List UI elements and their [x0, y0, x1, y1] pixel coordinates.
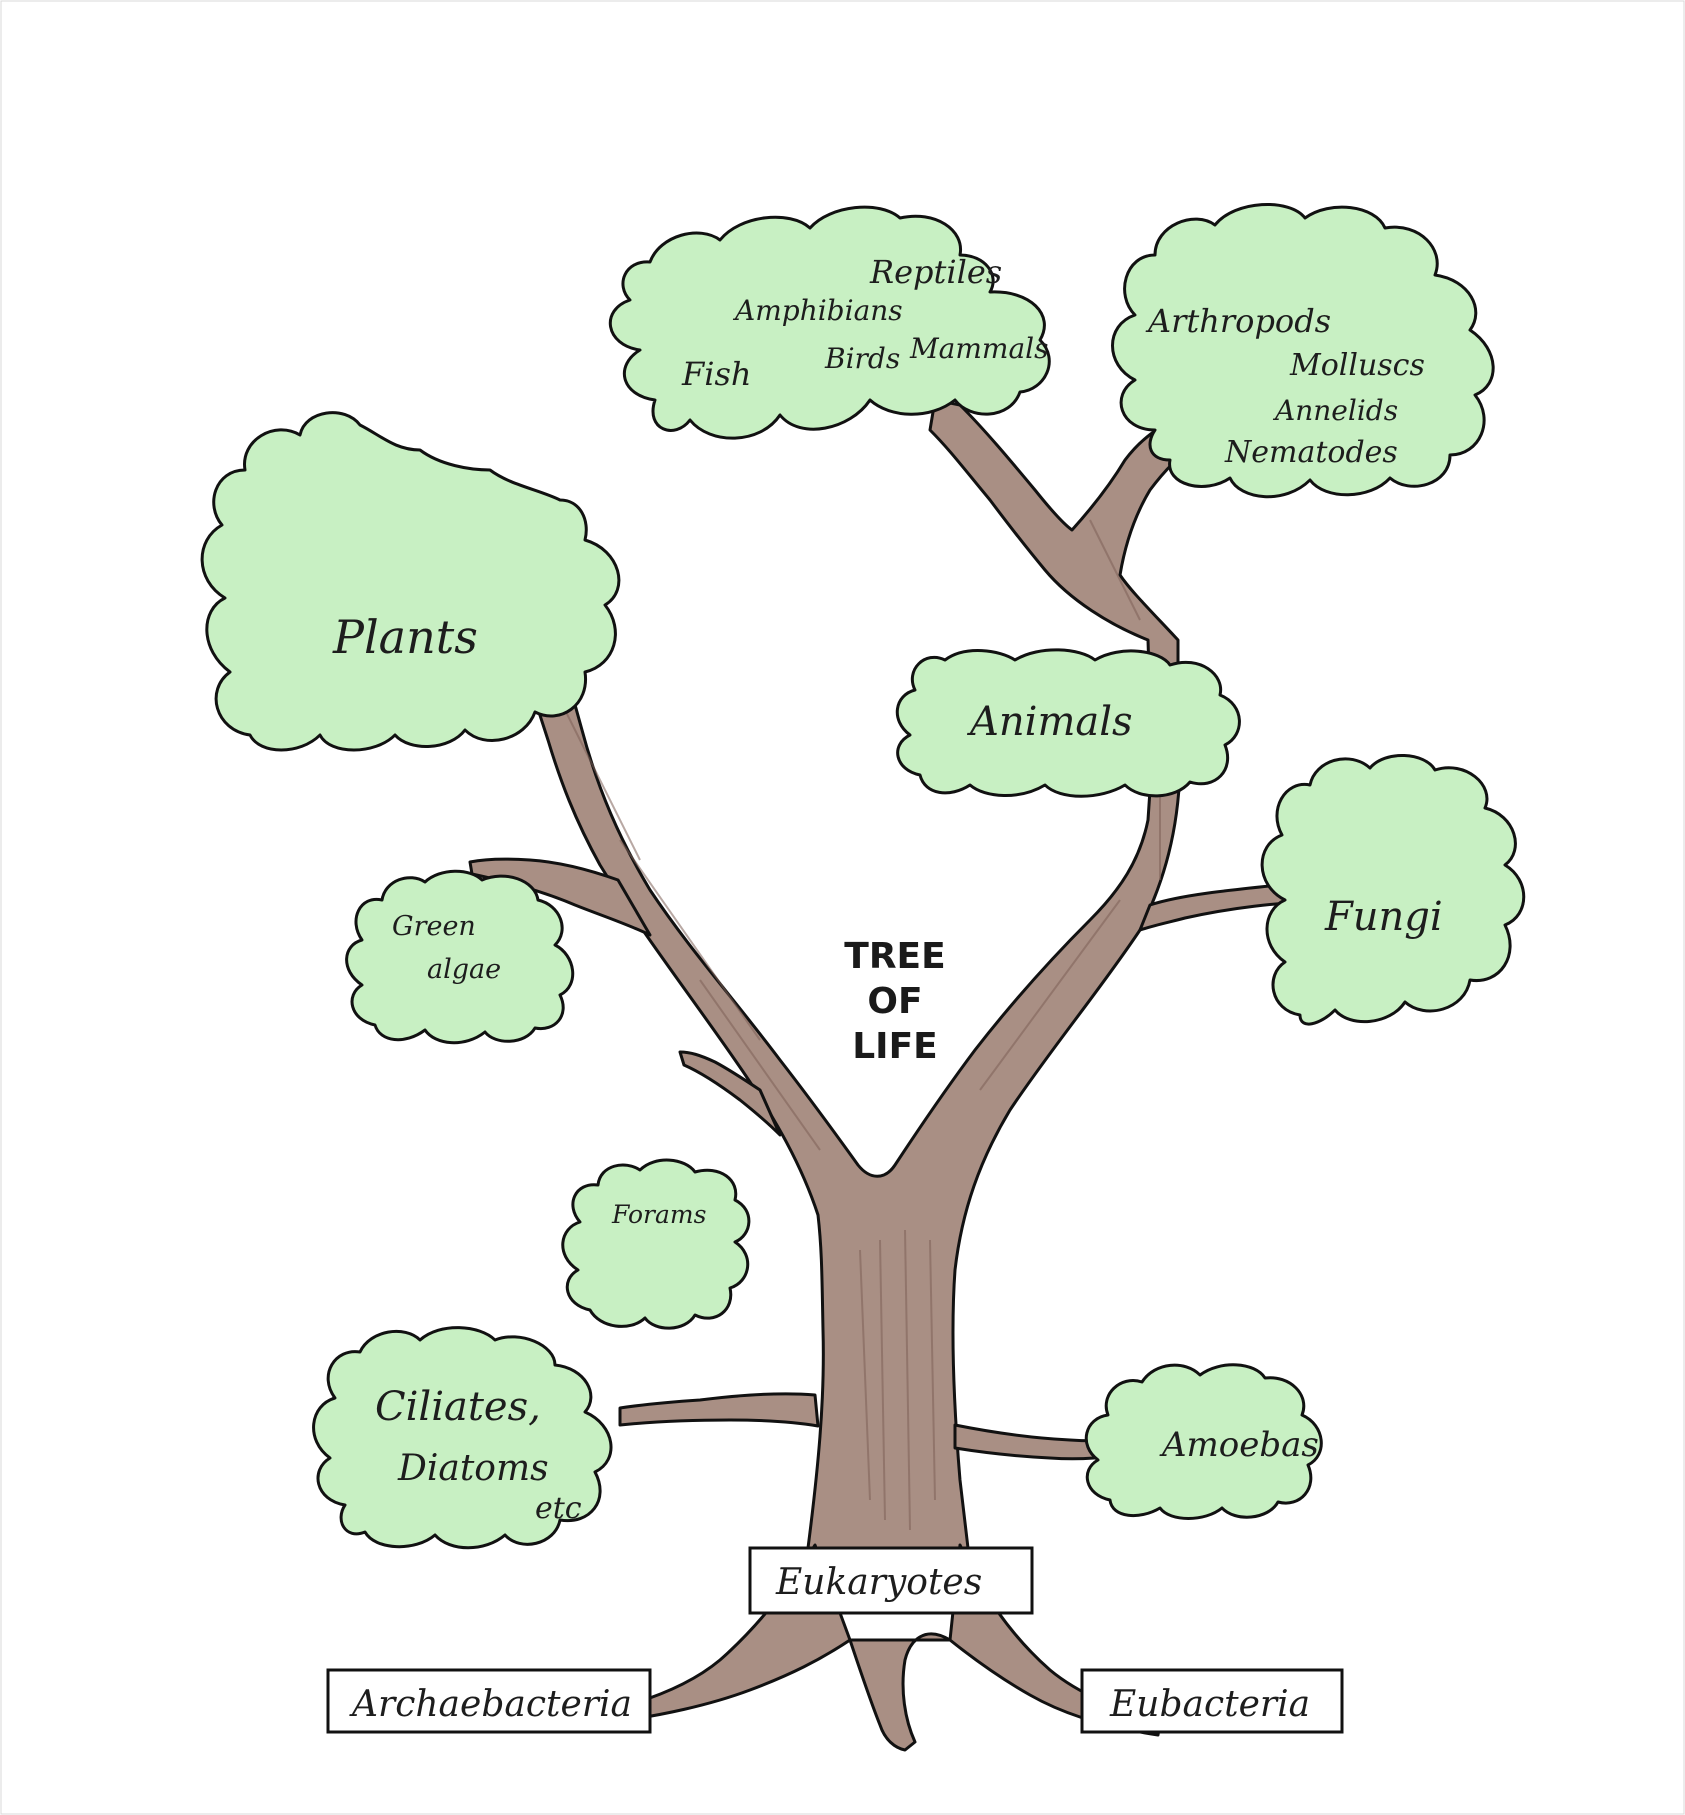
root-center [848, 1632, 952, 1752]
eubacteria-box-frame [1080, 1668, 1344, 1734]
label-eubacteria: Eubacteria [1109, 1684, 1310, 1725]
title-line-1: TREE [844, 936, 945, 977]
canopy-green-algae [345, 869, 575, 1045]
archaebacteria-box [326, 1668, 652, 1734]
vertebrates-canopy-shape [608, 205, 1051, 440]
eukaryotes-box [748, 1546, 1034, 1615]
label-plants: Plants [332, 610, 478, 664]
canopy-amoebas [1084, 1363, 1323, 1520]
label-birds: Birds [824, 342, 900, 375]
label-ciliates-line1: Ciliates, [375, 1384, 541, 1430]
label-ciliates-line3: etc [535, 1491, 582, 1526]
label-forams: Forams [611, 1200, 706, 1229]
label-reptiles: Reptiles [869, 253, 1002, 291]
label-green-algae-line1: Green [392, 911, 476, 942]
label-annelids: Annelids [1272, 394, 1398, 427]
trunk-texture [559, 519, 1161, 1531]
label-amphibians: Amphibians [732, 294, 903, 327]
box-labels: Eukaryotes Archaebacteria Eubacteria [349, 1562, 1310, 1725]
label-mammals: Mammals [909, 332, 1048, 365]
archaebacteria-box-frame [326, 1668, 652, 1734]
canopy-labels: Reptiles Amphibians Fish Birds Mammals A… [332, 253, 1443, 1526]
label-archaebacteria: Archaebacteria [349, 1684, 632, 1725]
amoebas-canopy-shape [1084, 1363, 1323, 1520]
eubacteria-box [1080, 1668, 1344, 1734]
label-fish: Fish [681, 355, 751, 393]
fungi-canopy-shape [1260, 754, 1526, 1026]
forams-canopy-shape [561, 1158, 751, 1330]
label-arthropods: Arthropods [1145, 302, 1331, 340]
canopy-vertebrates [608, 205, 1051, 440]
green-algae-canopy-shape [345, 869, 575, 1045]
label-eukaryotes: Eukaryotes [775, 1562, 982, 1603]
animals-canopy-shape [895, 648, 1241, 798]
canopy-ciliates [312, 1326, 613, 1550]
ciliates-canopy-shape [312, 1326, 613, 1550]
label-ciliates-line2: Diatoms [397, 1448, 549, 1489]
plants-canopy-shape [200, 411, 621, 752]
branch-forams [678, 1050, 782, 1137]
eukaryotes-box-frame [748, 1546, 1034, 1615]
diagram-title: TREE OF LIFE [844, 936, 945, 1067]
label-amoebas: Amoebas [1159, 1425, 1319, 1465]
label-molluscs: Molluscs [1289, 348, 1425, 383]
canopy-plants [200, 411, 621, 752]
label-fungi: Fungi [1324, 894, 1443, 940]
canopy-forams [561, 1158, 751, 1330]
canopy-fungi [1260, 754, 1526, 1026]
title-line-2: OF [867, 981, 922, 1022]
canopy-animals [895, 648, 1241, 798]
title-line-3: LIFE [852, 1026, 938, 1067]
label-animals: Animals [966, 699, 1133, 745]
branch-ciliates [618, 1392, 820, 1428]
label-green-algae-line2: algae [427, 954, 501, 985]
canopy-invertebrates [1111, 202, 1495, 499]
branch-animals-stem [928, 398, 1197, 707]
label-nematodes: Nematodes [1224, 435, 1398, 470]
invertebrates-canopy-shape [1111, 202, 1495, 499]
